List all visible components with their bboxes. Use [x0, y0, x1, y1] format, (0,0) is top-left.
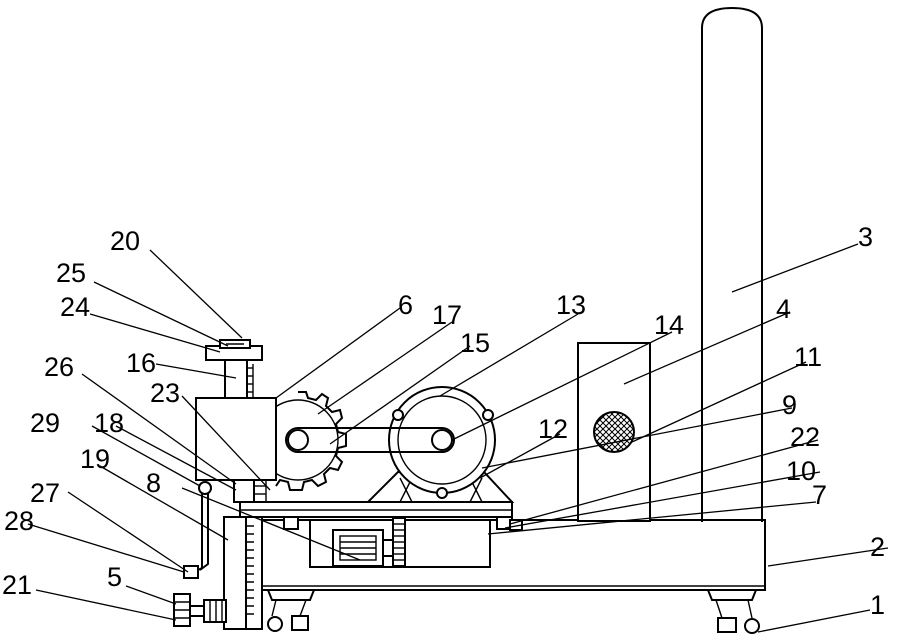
callout-25: 25 — [56, 258, 86, 288]
callout-5: 5 — [107, 562, 122, 592]
callout-4: 4 — [776, 294, 791, 324]
callout-12: 12 — [538, 414, 568, 444]
vertical-column — [702, 8, 762, 522]
callout-9: 9 — [782, 390, 797, 420]
lower-post — [234, 480, 254, 502]
callout-8: 8 — [146, 468, 161, 498]
callout-29: 29 — [30, 408, 60, 438]
caster-right — [708, 590, 759, 633]
callout-23: 23 — [150, 378, 180, 408]
cabinet-vent — [594, 412, 634, 452]
callout-20: 20 — [110, 226, 140, 256]
motor-pulley — [432, 430, 452, 450]
lever-pivot — [199, 482, 211, 494]
handwheel-shaft — [190, 606, 204, 616]
top-post — [225, 360, 247, 398]
motor-bolt-bottom — [437, 488, 447, 498]
callout-22: 22 — [790, 422, 820, 452]
callout-6: 6 — [398, 290, 413, 320]
callout-15: 15 — [460, 328, 490, 358]
small-motor-shaft — [383, 540, 393, 556]
callout-28: 28 — [4, 506, 34, 536]
callout-10: 10 — [786, 456, 816, 486]
callout-19: 19 — [80, 444, 110, 474]
callout-1: 1 — [870, 590, 885, 620]
callout-11: 11 — [794, 342, 822, 372]
callout-21: 21 — [2, 570, 32, 600]
rack-plate — [224, 517, 262, 629]
lever-tip — [184, 566, 198, 578]
callout-27: 27 — [30, 478, 60, 508]
platform-foot-left — [284, 517, 298, 529]
callout-3: 3 — [858, 222, 873, 252]
callout-17: 17 — [432, 300, 462, 330]
motor-bolt-left — [393, 410, 403, 420]
gear-pulley — [288, 430, 308, 450]
callout-2: 2 — [870, 532, 885, 562]
callout-14: 14 — [654, 310, 684, 340]
caster-left — [268, 590, 314, 631]
callout-24: 24 — [60, 292, 90, 322]
callout-13: 13 — [556, 290, 586, 320]
callout-26: 26 — [44, 352, 74, 382]
callout-18: 18 — [94, 408, 124, 438]
lever-arm — [198, 494, 208, 570]
gearbox-housing — [196, 398, 276, 480]
motor-bolt-right — [483, 410, 493, 420]
callout-16: 16 — [126, 348, 156, 378]
